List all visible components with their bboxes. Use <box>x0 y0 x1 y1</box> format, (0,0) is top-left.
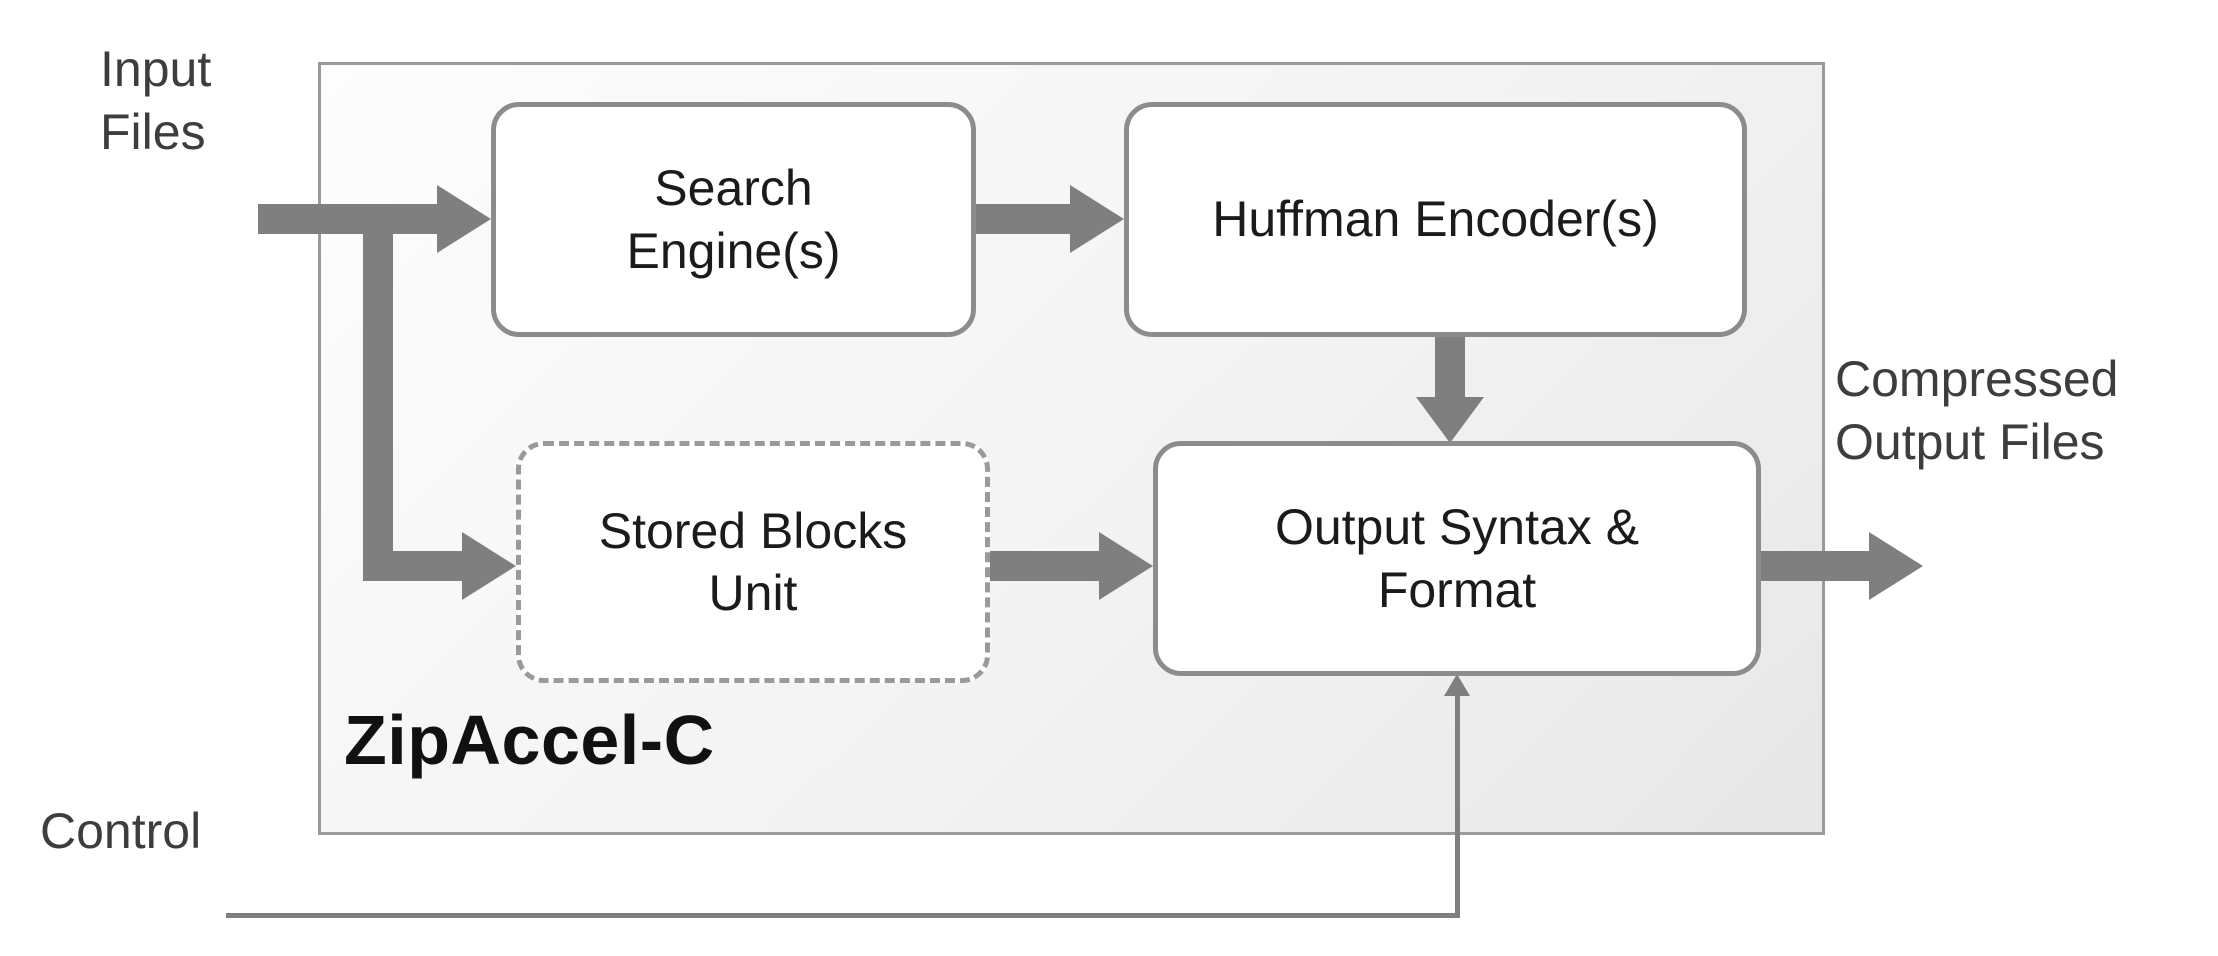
arrow-shaft <box>258 204 440 234</box>
arrow-head-right-icon <box>1070 185 1124 253</box>
arrow-head-down-icon <box>1416 397 1484 443</box>
arrow-shaft <box>363 551 463 581</box>
node-stored-blocks-unit: Stored Blocks Unit <box>516 441 990 683</box>
arrow-shaft <box>990 551 1101 581</box>
arrow-head-up-icon <box>1444 674 1470 696</box>
control-label: Control <box>40 803 202 859</box>
arrow-head-right-icon <box>1869 532 1923 600</box>
arrow-shaft <box>1435 337 1465 399</box>
node-huffman-encoder: Huffman Encoder(s) <box>1124 102 1747 337</box>
arrow-head-right-icon <box>437 185 491 253</box>
arrow-head-right-icon <box>1099 532 1153 600</box>
arrow-shaft <box>976 204 1072 234</box>
arrow-head-right-icon <box>462 532 516 600</box>
node-search-engine: Search Engine(s) <box>491 102 976 337</box>
arrow-shaft <box>1761 551 1871 581</box>
control-line-vertical <box>1455 694 1460 918</box>
diagram-title: ZipAccel-C <box>344 701 715 779</box>
input-files-label: Input Files <box>100 41 212 160</box>
node-output-syntax-format: Output Syntax & Format <box>1153 441 1761 676</box>
control-line-horizontal <box>226 913 1460 918</box>
arrow-shaft <box>363 204 393 581</box>
compressed-output-files-label: Compressed Output Files <box>1835 351 2119 470</box>
